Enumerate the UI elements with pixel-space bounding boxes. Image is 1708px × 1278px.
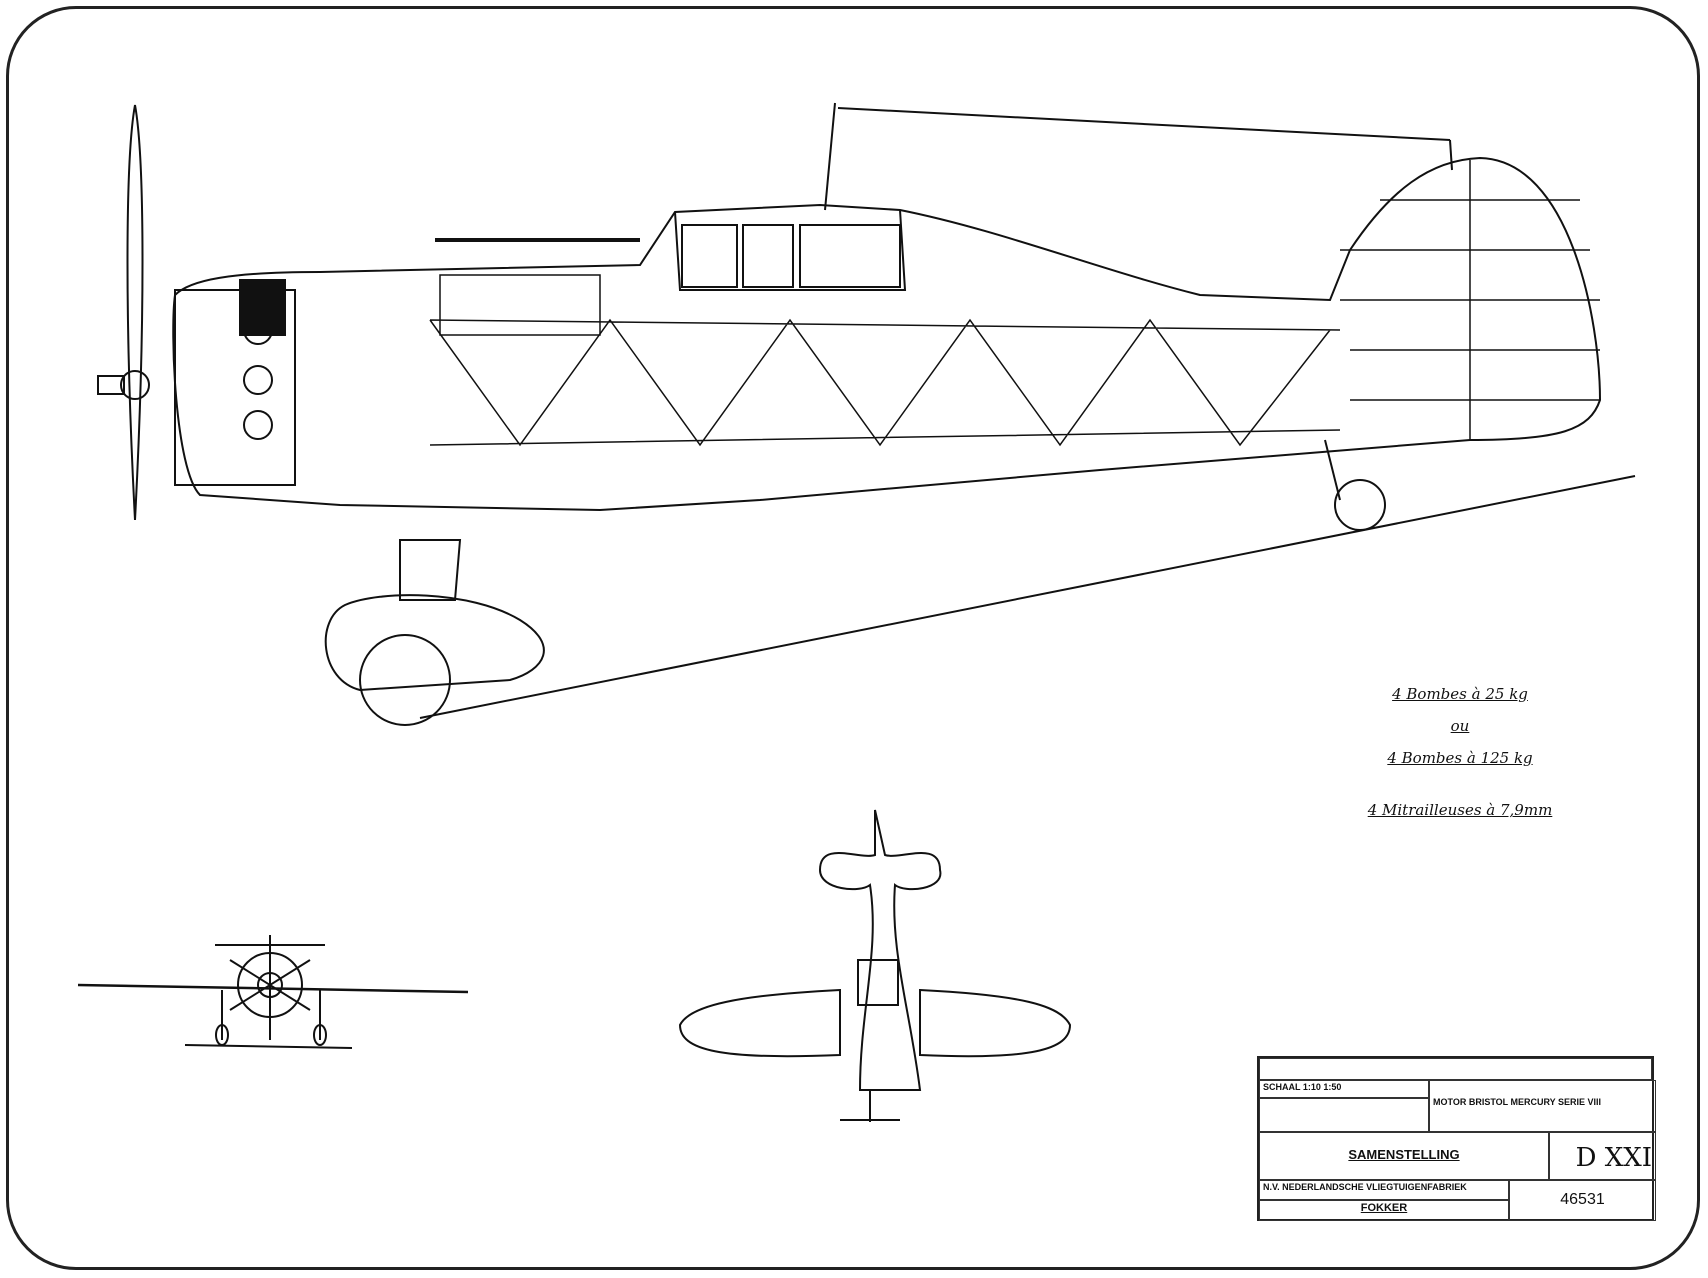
- company-name-field: FOKKER: [1259, 1200, 1509, 1221]
- drawing-number-field: 46531: [1509, 1180, 1656, 1221]
- note-mitrailleuses: 4 Mitrailleuses à 7,9mm: [1367, 801, 1553, 819]
- title-field: SAMENSTELLING: [1259, 1132, 1549, 1180]
- fuselage-side-view: [172, 102, 1602, 512]
- front-view: [77, 935, 469, 1049]
- note-ou: ou: [1450, 717, 1470, 735]
- armament-notes: 4 Bombes à 25 kg ou 4 Bombes à 125 kg 4 …: [1330, 685, 1590, 833]
- title-block: SCHAAL 1:10 1:50 MOTOR BRISTOL MERCURY S…: [1257, 1056, 1656, 1221]
- tail-wheel: [1324, 439, 1386, 531]
- type-field: D XXI: [1549, 1132, 1656, 1180]
- main-landing-gear: [324, 539, 545, 726]
- plan-view: [678, 809, 1072, 1122]
- company-field: N.V. NEDERLANDSCHE VLIEGTUIGENFABRIEK: [1259, 1180, 1509, 1200]
- note-bombes-125: 4 Bombes à 125 kg: [1387, 749, 1533, 767]
- propeller: [97, 104, 150, 521]
- motor-field: MOTOR BRISTOL MERCURY SERIE VIII: [1429, 1080, 1656, 1132]
- rounded-frame: [6, 6, 1700, 1270]
- note-bombes-25: 4 Bombes à 25 kg: [1392, 685, 1528, 703]
- scale-field: SCHAAL 1:10 1:50: [1259, 1080, 1429, 1098]
- ground-line: [419, 475, 1636, 719]
